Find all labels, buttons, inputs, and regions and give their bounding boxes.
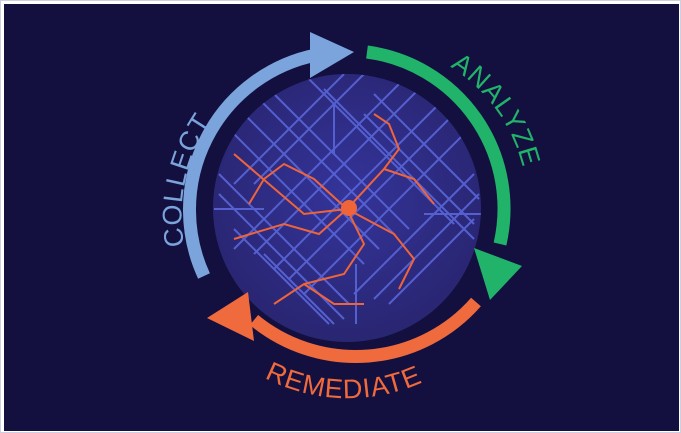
- collect-arrowhead: [310, 32, 354, 78]
- diagram-canvas: COLLECT ANALYZE REMEDIATE: [4, 4, 679, 431]
- cycle-diagram: COLLECT ANALYZE REMEDIATE: [157, 32, 545, 404]
- blue-lines: [213, 74, 481, 325]
- hub-node: [341, 200, 357, 216]
- network-lines-illustration: [213, 74, 481, 325]
- remediate-arc: [249, 297, 481, 363]
- collect-arc: [183, 48, 318, 279]
- remediate-label: REMEDIATE: [262, 356, 426, 404]
- analyze-arrowhead: [474, 248, 522, 300]
- remediate-arrowhead: [207, 292, 254, 341]
- collect-label: COLLECT: [157, 108, 216, 249]
- analyze-arc: [366, 45, 511, 246]
- orange-lines: [233, 113, 435, 305]
